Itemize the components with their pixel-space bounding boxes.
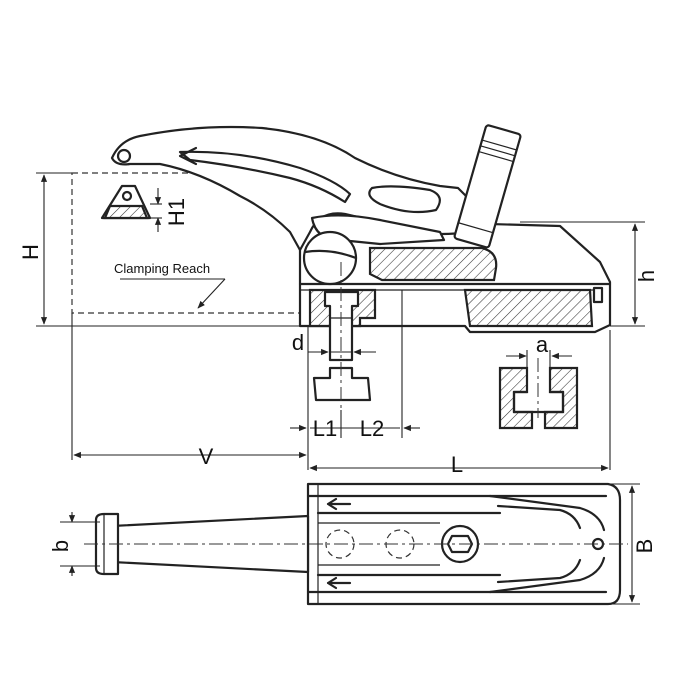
jaw-tip-hole <box>121 190 133 202</box>
slider-section <box>368 246 498 282</box>
pivot-ball-line <box>303 249 358 260</box>
pivot-ball <box>302 230 358 286</box>
base-end-screw <box>592 286 604 304</box>
dim-L1-label: L1 <box>313 416 337 441</box>
clamping-reach-leader <box>197 278 226 309</box>
dim-L2-label: L2 <box>360 416 384 441</box>
lever-slot <box>178 150 352 204</box>
dim-H1-label: H1 <box>164 198 189 226</box>
jaw-tip-hatch <box>103 204 149 220</box>
top-rail-upper-inner <box>496 504 582 530</box>
dim-a-label: a <box>536 332 549 357</box>
dim-B-label: B <box>632 539 657 554</box>
top-rail-lower-inner <box>496 558 582 584</box>
top-rail-lower <box>488 556 606 594</box>
dim-h-label: h <box>634 270 659 282</box>
dim-d-label: d <box>292 330 304 355</box>
base-hatched-slab <box>463 288 594 328</box>
top-lever-tip <box>94 512 120 576</box>
t-nut <box>312 366 372 402</box>
lever-arrow-icon <box>178 146 198 166</box>
t-slot-left <box>498 366 534 430</box>
clamping-reach-label: Clamping Reach <box>114 261 210 276</box>
dim-L-label: L <box>451 452 463 477</box>
t-slot-right <box>543 366 579 430</box>
dim-H-label: H <box>18 244 43 260</box>
handle-knob <box>453 124 522 249</box>
top-view: L <box>48 452 657 606</box>
dim-V-label: V <box>199 444 214 469</box>
rail-arrow-top-icon <box>326 497 352 511</box>
rail-arrow-bottom-icon <box>326 576 352 590</box>
dim-b-label: b <box>48 540 73 552</box>
lever-window <box>368 185 441 214</box>
lever-tip-hole <box>116 148 132 164</box>
top-rail-upper <box>488 494 606 532</box>
side-view: H H1 h d a L1 L2 V Clamping Reach <box>18 124 659 470</box>
